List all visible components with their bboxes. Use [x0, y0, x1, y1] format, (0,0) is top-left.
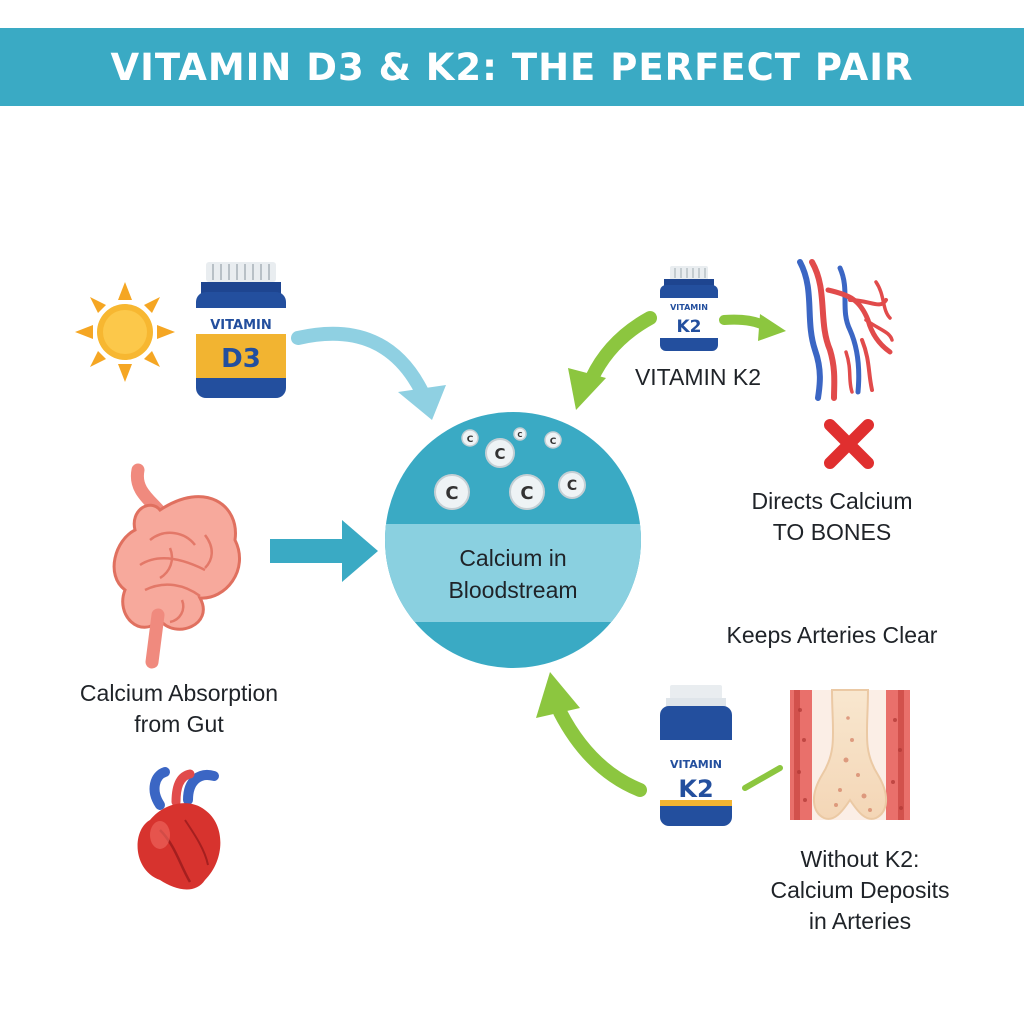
- k2-to-artery-connector: [742, 765, 783, 791]
- keeps-arteries-text: Keeps Arteries Clear: [726, 622, 938, 648]
- calcium-absorption-line2: from Gut: [134, 711, 224, 737]
- page-title: VITAMIN D3 & K2: THE PERFECT PAIR: [110, 45, 914, 89]
- sun-icon: [75, 282, 175, 382]
- without-k2-label: Without K2: Calcium Deposits in Arteries: [730, 844, 990, 937]
- title-banner: VITAMIN D3 & K2: THE PERFECT PAIR: [0, 28, 1024, 106]
- d3-to-bloodstream-arrow: [291, 326, 446, 420]
- directs-calcium-label: Directs Calcium TO BONES: [722, 486, 942, 548]
- k2-to-arteries-arrow: [719, 314, 786, 341]
- directs-calcium-line1: Directs Calcium: [751, 488, 913, 514]
- calcium-symbol: C: [445, 483, 458, 504]
- calcium-symbol: C: [494, 445, 505, 463]
- cross-icon: [824, 419, 874, 469]
- without-k2-line1: Without K2:: [800, 846, 920, 872]
- heart-icon: [137, 767, 221, 890]
- vitamin-k2-label: VITAMIN K2: [618, 362, 778, 393]
- vitamin-k2-text: VITAMIN K2: [634, 364, 762, 390]
- without-k2-line3: in Arteries: [808, 908, 912, 934]
- vitamin-d3-bottle-icon: VITAMIN D3: [196, 262, 286, 398]
- k2-to-bloodstream-arrow: [568, 311, 657, 410]
- d3-bottle-label-main: D3: [221, 344, 261, 374]
- gut-to-bloodstream-arrow: [270, 520, 378, 582]
- calcium-symbol: C: [517, 431, 522, 439]
- k2-large-to-bloodstream-arrow: [536, 672, 647, 797]
- k2-small-label-main: K2: [676, 317, 701, 337]
- calcium-symbol: C: [567, 478, 577, 494]
- k2-small-label-top: VITAMIN: [670, 303, 708, 312]
- keeps-arteries-label: Keeps Arteries Clear: [700, 620, 964, 651]
- calcium-absorption-label: Calcium Absorption from Gut: [48, 678, 310, 740]
- k2-large-label-top: VITAMIN: [670, 758, 722, 771]
- bloodstream-label-line2: Bloodstream: [448, 577, 577, 603]
- vitamin-k2-bottle-large-icon: VITAMIN K2: [660, 685, 732, 826]
- artery-bone-icon: [790, 689, 910, 820]
- intestines-icon: [112, 463, 242, 669]
- bloodstream-label-line1: Calcium in: [459, 545, 566, 571]
- without-k2-line2: Calcium Deposits: [770, 877, 950, 903]
- calcium-symbol: C: [520, 483, 533, 504]
- calcium-symbol: C: [467, 435, 474, 445]
- vitamin-k2-bottle-small-icon: VITAMIN K2: [660, 266, 718, 351]
- calcium-absorption-line1: Calcium Absorption: [79, 680, 279, 706]
- bloodstream-circle: C C C C C C C Calcium in Bloodstream: [385, 412, 641, 668]
- calcium-particles: C C C C C C C: [434, 427, 586, 510]
- k2-large-label-main: K2: [678, 775, 713, 803]
- calcium-symbol: C: [550, 437, 557, 447]
- d3-bottle-label-top: VITAMIN: [210, 318, 271, 333]
- directs-calcium-line2: TO BONES: [772, 519, 892, 545]
- blood-vessels-icon: [797, 259, 894, 401]
